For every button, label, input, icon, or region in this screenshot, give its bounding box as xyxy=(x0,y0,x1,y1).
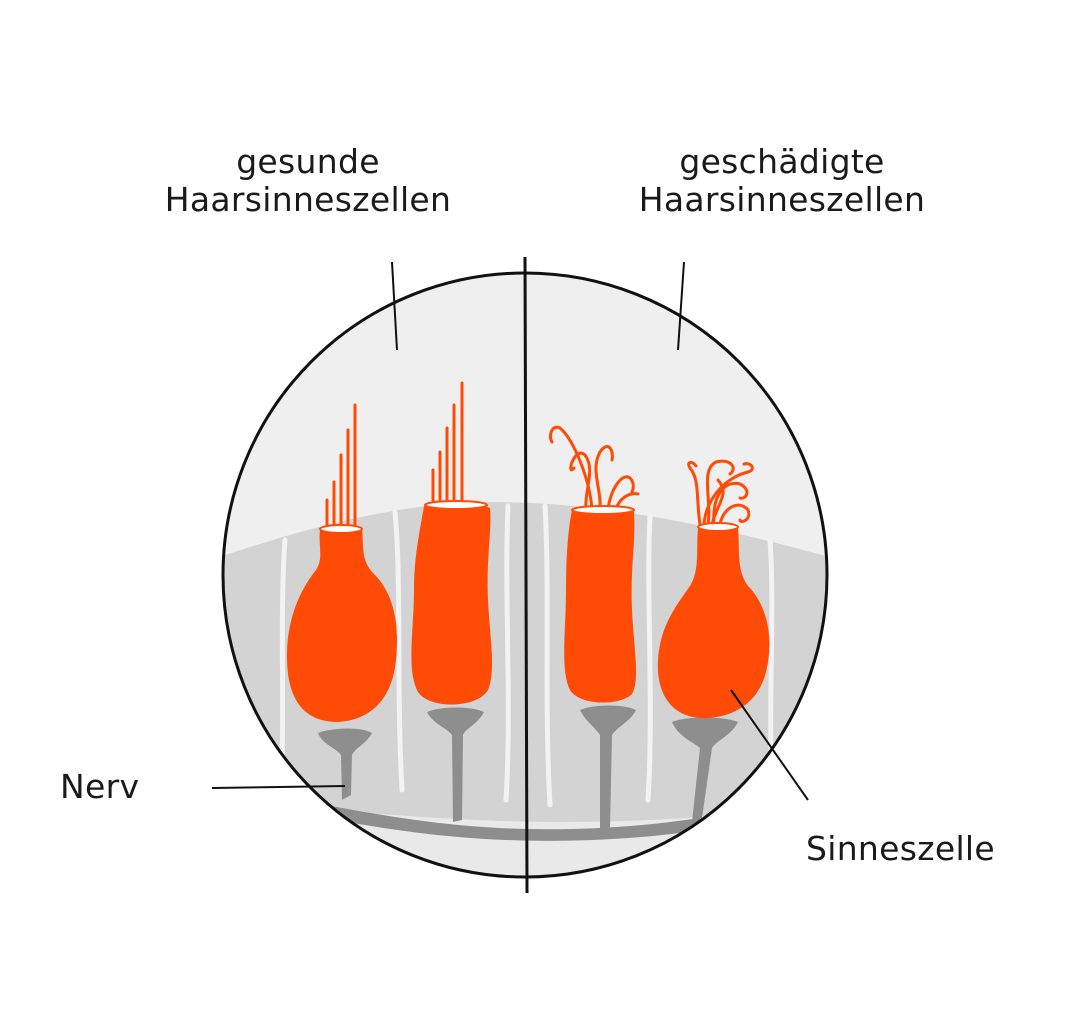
leader-line-damaged xyxy=(677,261,685,351)
hair-cell-bulb-4 xyxy=(657,525,770,718)
damaged-cell-2 xyxy=(657,459,770,718)
label-damaged-line1: geschädigte xyxy=(679,142,885,181)
divider-line xyxy=(523,256,529,894)
hair-cell-bulb-1 xyxy=(286,528,398,722)
leader-line-nerve xyxy=(211,785,346,789)
stereocilia-curled-2 xyxy=(687,459,754,526)
label-healthy-hair-cells: gesunde Haarsinneszellen xyxy=(120,143,496,219)
label-nerve: Nerv xyxy=(60,767,140,806)
label-healthy-line2: Haarsinneszellen xyxy=(164,180,452,219)
label-damaged-line2: Haarsinneszellen xyxy=(638,180,926,219)
label-damaged-hair-cells: geschädigte Haarsinneszellen xyxy=(594,143,970,219)
leader-line-sensory-cell xyxy=(730,689,809,801)
stereocilia-curled-1 xyxy=(548,425,640,512)
nerve xyxy=(300,705,738,841)
label-healthy-line1: gesunde xyxy=(236,142,380,181)
hair-cell-column-2 xyxy=(411,501,493,705)
supporting-cell-borders xyxy=(279,503,775,808)
leader-line-healthy xyxy=(391,261,398,351)
label-sensory-cell: Sinneszelle xyxy=(806,829,996,868)
healthy-cell-2 xyxy=(411,381,493,705)
stereocilia-straight-2 xyxy=(431,381,464,507)
hair-cell-column-3 xyxy=(564,507,637,703)
stereocilia-straight-1 xyxy=(325,403,357,528)
damaged-cell-1 xyxy=(548,425,640,703)
healthy-cell-1 xyxy=(286,403,398,722)
